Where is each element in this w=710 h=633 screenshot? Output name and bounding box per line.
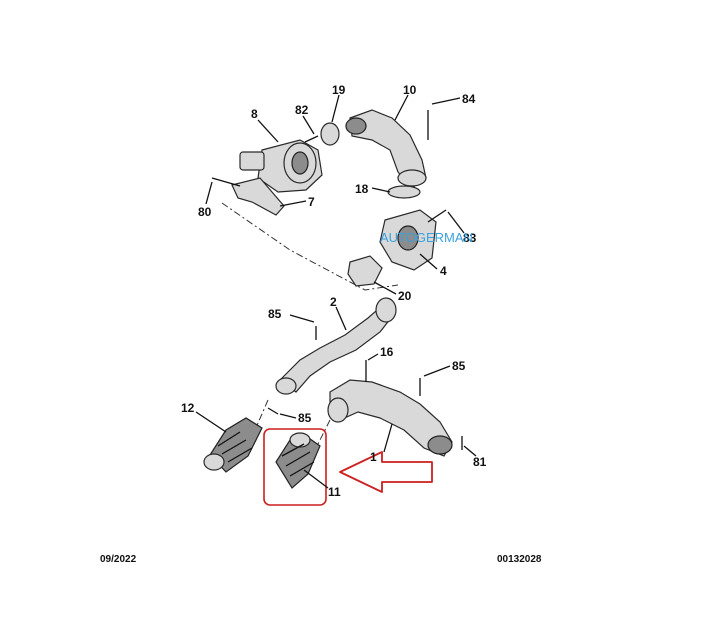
throttle-body-part: [239, 139, 323, 193]
highlight-box: [263, 428, 327, 506]
callout-7: 7: [308, 195, 315, 209]
leader-85b: [279, 413, 297, 419]
bolt-80: [211, 177, 241, 187]
bolt-83: [427, 209, 447, 223]
leader-20: [373, 281, 397, 295]
alignment-line-lower: [254, 399, 269, 431]
intake-pipe-2-part: [275, 297, 397, 395]
air-pipe-10-part: [345, 109, 427, 189]
leader-85c: [423, 365, 451, 377]
flexible-hose-12-part: [203, 417, 263, 473]
leader-16: [367, 353, 379, 361]
footer-reference-code: 00132028: [497, 554, 542, 565]
leader-84: [431, 97, 461, 105]
pointer-arrow-icon: [339, 451, 433, 493]
callout-83: 83: [463, 231, 477, 245]
leader-4: [419, 253, 438, 270]
leader-19: [331, 94, 340, 123]
leader-18: [371, 187, 391, 193]
callout-82: 82: [295, 103, 309, 117]
leader-82: [302, 115, 315, 135]
footer-date: 09/2022: [100, 554, 137, 565]
gasket-19-part: [320, 122, 340, 146]
callout-16: 16: [380, 345, 394, 359]
leader-8: [257, 119, 279, 143]
callout-4: 4: [440, 264, 447, 278]
watermark-text: AUTOGERMAN: [380, 230, 473, 245]
callout-85a: 85: [268, 307, 282, 321]
leader-2: [335, 306, 347, 331]
bolt-85b: [267, 407, 279, 415]
leader-12: [195, 411, 227, 433]
callout-18: 18: [355, 182, 369, 196]
gasket-20-part: [347, 255, 383, 287]
leader-80: [205, 181, 213, 205]
bracket-part: [231, 177, 285, 216]
callout-20: 20: [398, 289, 412, 303]
leader-1: [383, 423, 393, 453]
leader-85a: [289, 314, 315, 323]
callout-84: 84: [462, 92, 476, 106]
callout-2: 2: [330, 295, 337, 309]
callout-12: 12: [181, 401, 195, 415]
o-ring-18-part: [387, 185, 421, 199]
callout-81: 81: [473, 455, 487, 469]
callout-85b: 85: [298, 411, 312, 425]
leader-11: [303, 469, 329, 489]
leader-10: [394, 94, 409, 121]
flexible-hose-11-part: [275, 432, 321, 489]
intercooler-pipe-1-part: [327, 379, 453, 457]
callout-19: 19: [332, 83, 346, 97]
callout-80: 80: [198, 205, 212, 219]
alignment-line-throttle: [221, 202, 399, 291]
callout-85c: 85: [452, 359, 466, 373]
callout-1: 1: [370, 450, 377, 464]
leader-83: [447, 211, 465, 234]
callout-11: 11: [328, 485, 341, 499]
bolt-82: [304, 135, 319, 143]
leader-7: [279, 200, 307, 207]
callout-10: 10: [403, 83, 417, 97]
leader-81: [463, 445, 477, 457]
callout-8: 8: [251, 107, 258, 121]
